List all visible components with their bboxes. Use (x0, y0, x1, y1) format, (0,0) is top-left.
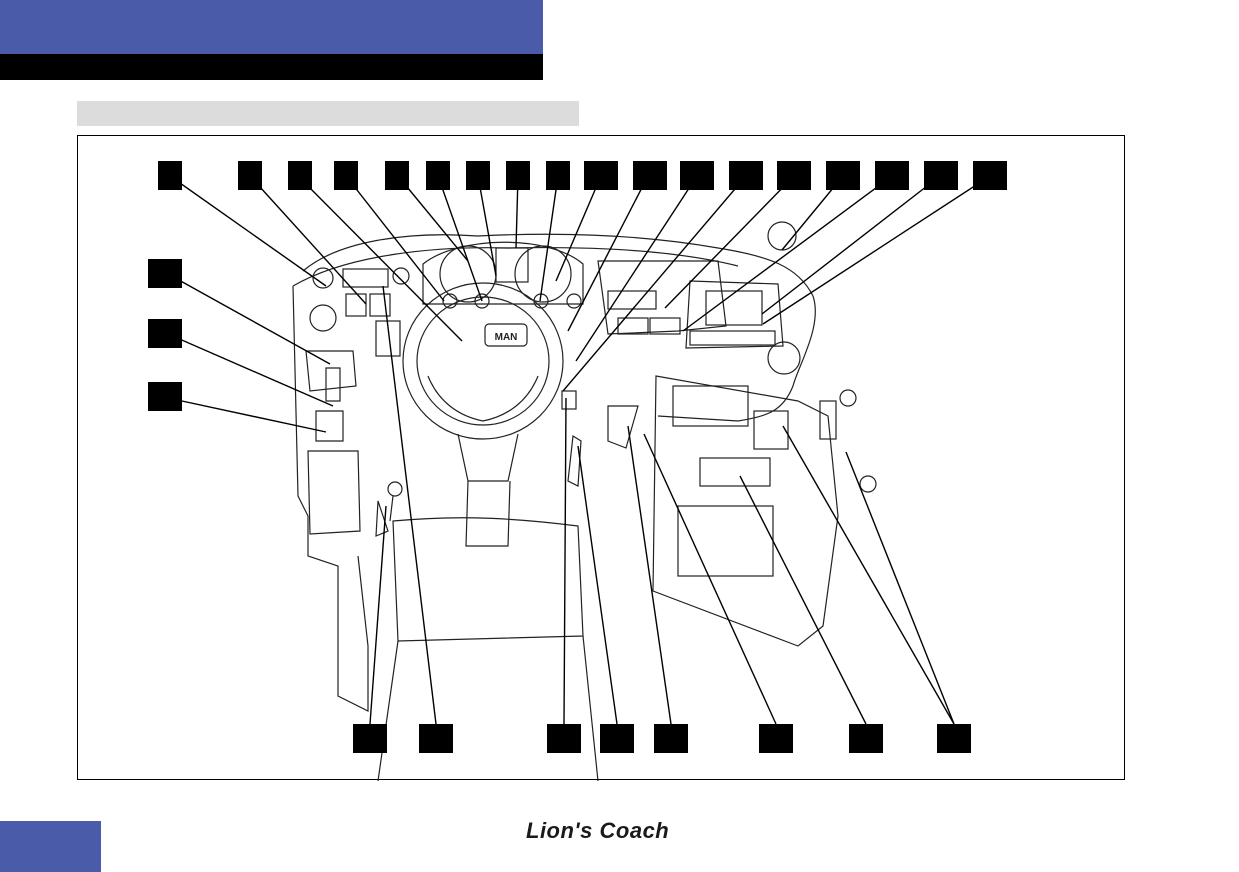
header-strip (0, 54, 543, 80)
header-band (0, 0, 543, 54)
steering-wheel-logo: MAN (495, 332, 518, 343)
section-title-bar (77, 101, 579, 126)
brand-logo: Lion's Coach (526, 818, 670, 843)
footer-page-tab (0, 821, 101, 872)
dashboard-illustration: MAN (77, 135, 1125, 781)
callout-leaders (167, 175, 991, 725)
dashboard-drawing: MAN (148, 161, 1007, 781)
callout-boxes (148, 161, 1007, 753)
dashboard-outline (292, 221, 877, 781)
